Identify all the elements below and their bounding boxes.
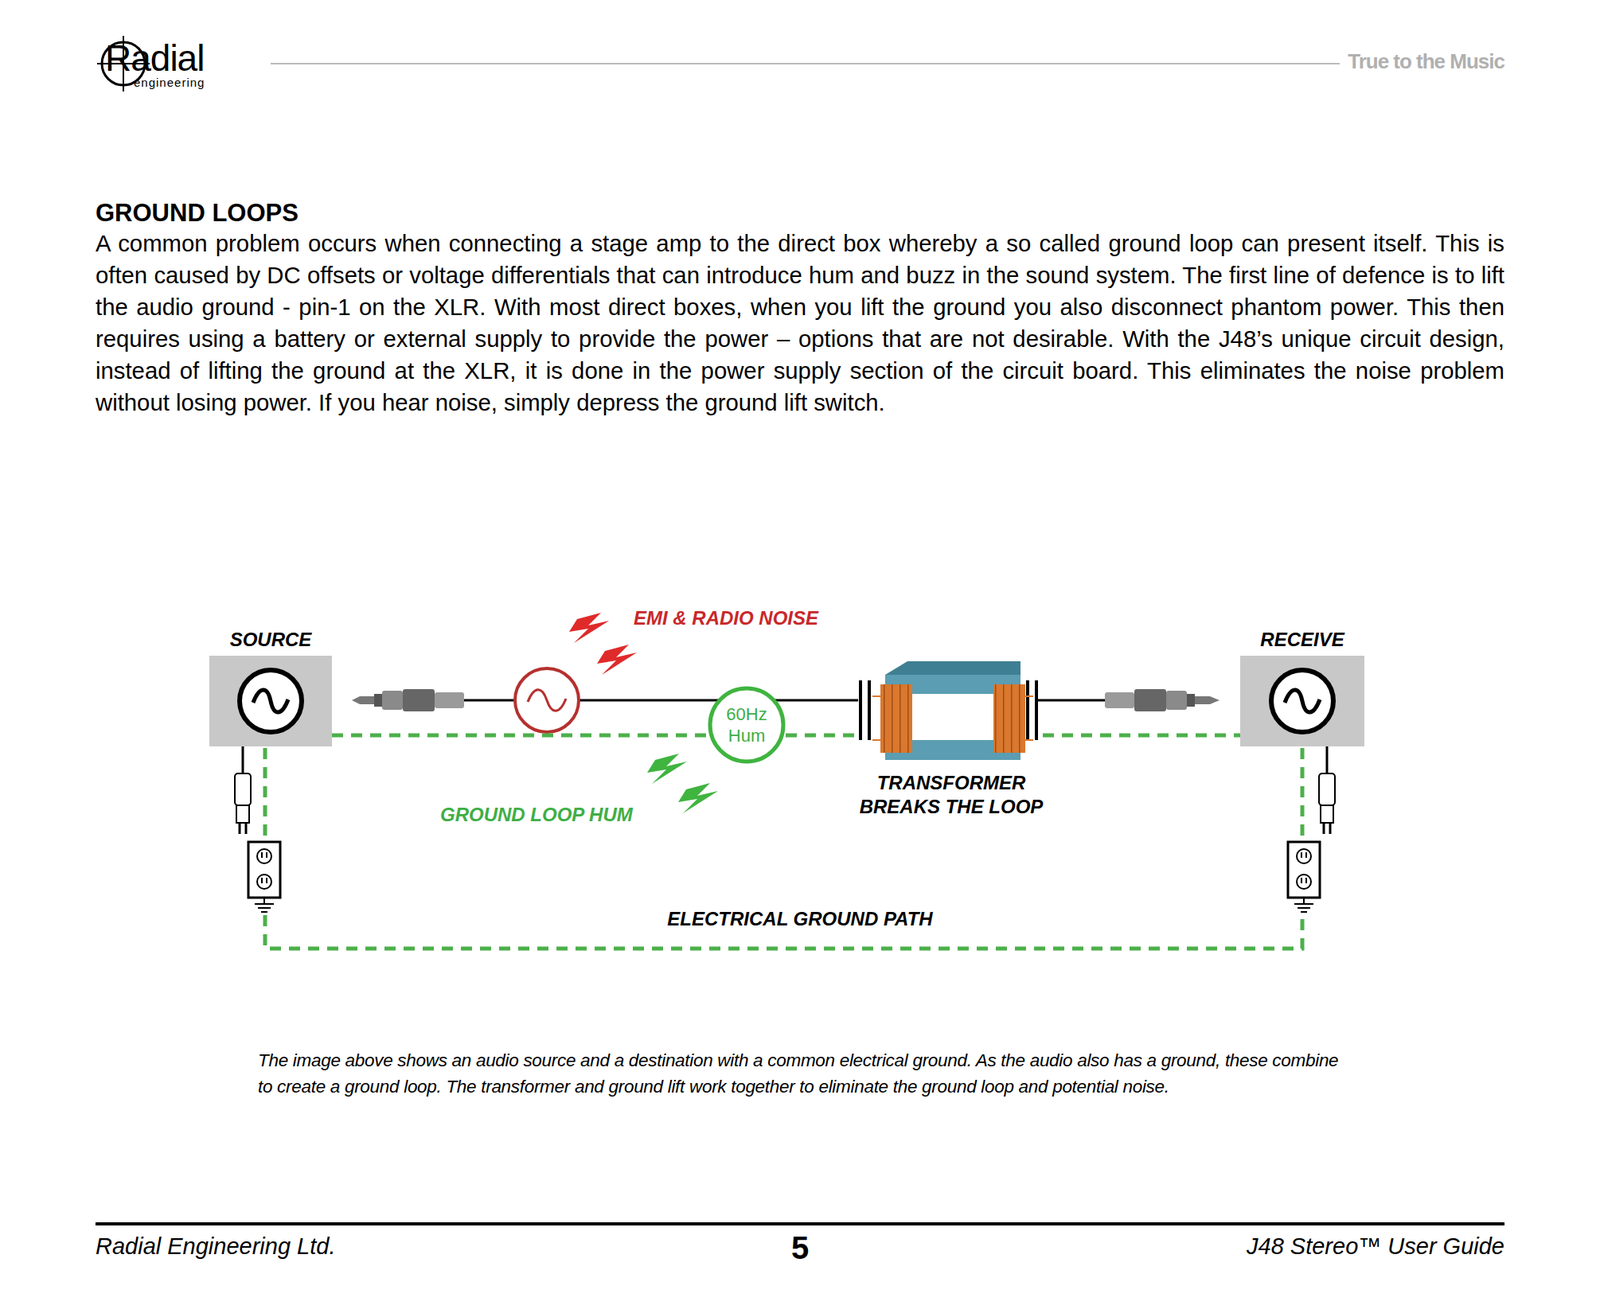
transformer-label: TRANSFORMER BREAKS THE LOOP xyxy=(843,771,1059,820)
ground-connector xyxy=(785,733,1241,738)
node-text: 60Hz Hum xyxy=(707,703,786,747)
ground-connector xyxy=(331,733,708,738)
body-paragraph: A common problem occurs when connecting … xyxy=(95,227,1505,419)
section-title: GROUND LOOPS xyxy=(95,199,299,228)
hum-circle: 60Hz Hum xyxy=(707,686,786,765)
logo-word: Radial xyxy=(105,36,204,80)
box-heading: RECEIVE xyxy=(1216,628,1389,652)
hum-label: GROUND LOOP HUM xyxy=(440,803,633,827)
ground-path-label: ELECTRICAL GROUND PATH xyxy=(636,908,964,931)
logo-subword: engineering xyxy=(133,75,205,90)
receive-box: RECEIVE xyxy=(1240,655,1365,747)
noise-label: EMI & RADIO NOISE xyxy=(633,607,819,630)
header-slogan: True to the Music xyxy=(1297,49,1505,75)
footer-left: Radial Engineering Ltd. xyxy=(95,1233,336,1261)
footer-right: J48 Stereo™ User Guide xyxy=(1186,1233,1505,1261)
figure-caption: The image above shows an audio source an… xyxy=(257,1047,1341,1101)
circle-outline xyxy=(707,686,786,765)
source-box: SOURCE xyxy=(209,655,332,747)
box-heading: SOURCE xyxy=(185,628,356,652)
page-number: 5 xyxy=(764,1230,836,1267)
